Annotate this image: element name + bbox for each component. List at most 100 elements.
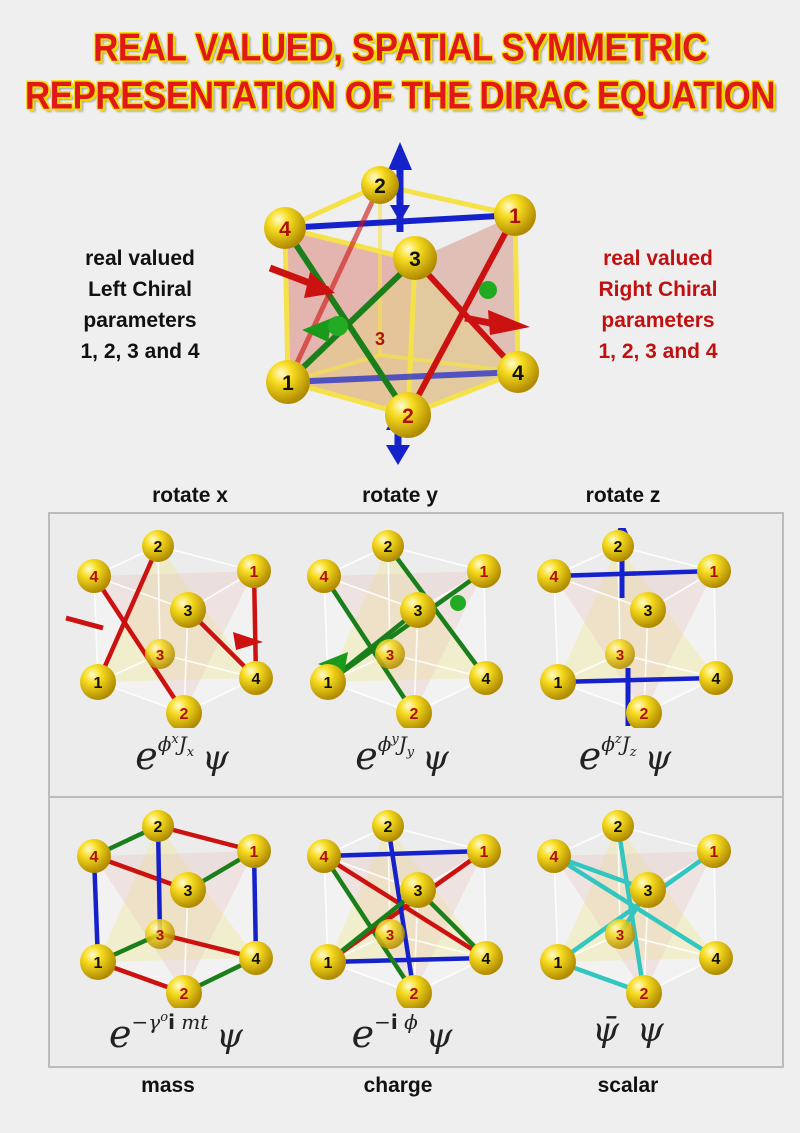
vertex-label: 2 — [410, 706, 419, 723]
vertex-label: 4 — [482, 671, 491, 688]
vertex-ball-center — [375, 919, 405, 949]
label-rotate-z: rotate z — [585, 484, 661, 507]
vertex-label: 2 — [384, 819, 393, 836]
frame-edge — [617, 545, 621, 655]
vertex-label: 2 — [640, 706, 649, 723]
red-arrow-icon — [65, 615, 104, 631]
cube-face — [554, 856, 648, 993]
vertex-label: 4 — [90, 569, 99, 586]
colored-edge — [385, 823, 417, 996]
formula-op: J — [178, 732, 187, 756]
vertex-label: 4 — [252, 671, 261, 688]
vertex-label: 2 — [384, 539, 393, 556]
vertex-ball — [699, 941, 733, 975]
vertex-ball — [537, 839, 571, 873]
vertex-ball — [77, 839, 111, 873]
vertex-label: 2 — [614, 539, 623, 556]
formula-imaginary: i — [168, 1010, 175, 1034]
vertex-ball-4-bottom: 4 — [497, 351, 539, 393]
colored-edge — [321, 848, 487, 859]
vertex-label: 4 — [712, 671, 721, 688]
vertex-ball — [170, 872, 206, 908]
vertex-label: 3 — [616, 647, 624, 664]
vertex-ball-3-top: 3 — [393, 236, 437, 280]
formula-exp-sup: x — [171, 732, 179, 747]
cube-edge — [512, 214, 521, 373]
red-edge — [405, 213, 518, 417]
tetra-face — [94, 571, 254, 713]
vertex-ball — [400, 592, 436, 628]
vertex-ball — [630, 592, 666, 628]
cube-face — [94, 856, 188, 993]
vertex-ball — [166, 695, 202, 728]
cube-edge — [405, 259, 418, 416]
vertex-ball — [372, 810, 404, 842]
formula-exponent: −i ϕ — [374, 1010, 418, 1034]
tetra-face — [554, 571, 714, 713]
vertex-label: 3 — [414, 603, 423, 620]
vertex-label: 4 — [512, 362, 524, 385]
vertex-ball — [237, 554, 271, 588]
formula-psi: ψ — [644, 738, 672, 778]
vertex-ball-1-top: 1 — [494, 194, 536, 236]
right-chiral-label: real valued Right Chiral parameters 1, 2… — [558, 243, 758, 367]
colored-edge — [325, 568, 487, 685]
vertex-label: 4 — [320, 849, 329, 866]
vertex-ball — [396, 695, 432, 728]
vertex-ball — [602, 810, 634, 842]
title-line-1: REAL VALUED, SPATIAL SYMMETRIC — [93, 25, 707, 70]
colored-edge — [91, 573, 187, 716]
vertex-label: 2 — [154, 819, 163, 836]
formula-base: e — [351, 1012, 375, 1056]
vertex-ball-center — [145, 639, 175, 669]
formula-exp-sup: y — [391, 732, 399, 747]
colored-edge — [615, 823, 647, 996]
green-edge — [285, 257, 418, 385]
cube-edge — [282, 227, 291, 383]
green-arrow-icon — [302, 281, 497, 342]
vertex-label: 3 — [414, 883, 423, 900]
tetra-face — [94, 851, 254, 993]
vertex-ball-center — [145, 919, 175, 949]
frame-edge — [713, 570, 717, 679]
vertex-ball-2-top: 2 — [361, 166, 399, 204]
center-label: 3 — [375, 329, 385, 349]
vertex-ball — [310, 944, 346, 980]
vertex-label: 2 — [180, 706, 189, 723]
vertex-ball — [469, 941, 503, 975]
vertex-label: 3 — [409, 248, 421, 271]
red-edge — [285, 183, 383, 384]
label-scalar: scalar — [597, 1074, 659, 1097]
formula-exponent: ϕyJy — [378, 732, 414, 760]
colored-edge — [251, 848, 259, 961]
label-charge: charge — [363, 1074, 433, 1097]
vertex-ball — [396, 975, 432, 1008]
vertex-ball — [307, 839, 341, 873]
tetra-face — [324, 571, 484, 713]
green-arrow-icon — [450, 595, 466, 611]
colored-edge — [551, 568, 717, 579]
vertex-label: 3 — [184, 603, 193, 620]
vertex-label: 2 — [180, 986, 189, 1003]
colored-edge — [555, 675, 719, 685]
blue-edge — [287, 369, 519, 385]
vertex-ball — [469, 661, 503, 695]
formula-exp-symbol: ϕ — [157, 732, 172, 756]
vertex-label: 1 — [324, 955, 333, 972]
vertex-label: 4 — [712, 951, 721, 968]
vertex-label: 4 — [550, 849, 559, 866]
formula-exp-symbol: ϕ — [601, 732, 615, 756]
vertex-ball — [467, 834, 501, 868]
vertex-ball-center — [605, 919, 635, 949]
vertex-ball — [310, 664, 346, 700]
formula-exp-part: −γ — [131, 1010, 161, 1034]
vertex-ball — [166, 975, 202, 1008]
vertex-ball — [626, 975, 662, 1008]
